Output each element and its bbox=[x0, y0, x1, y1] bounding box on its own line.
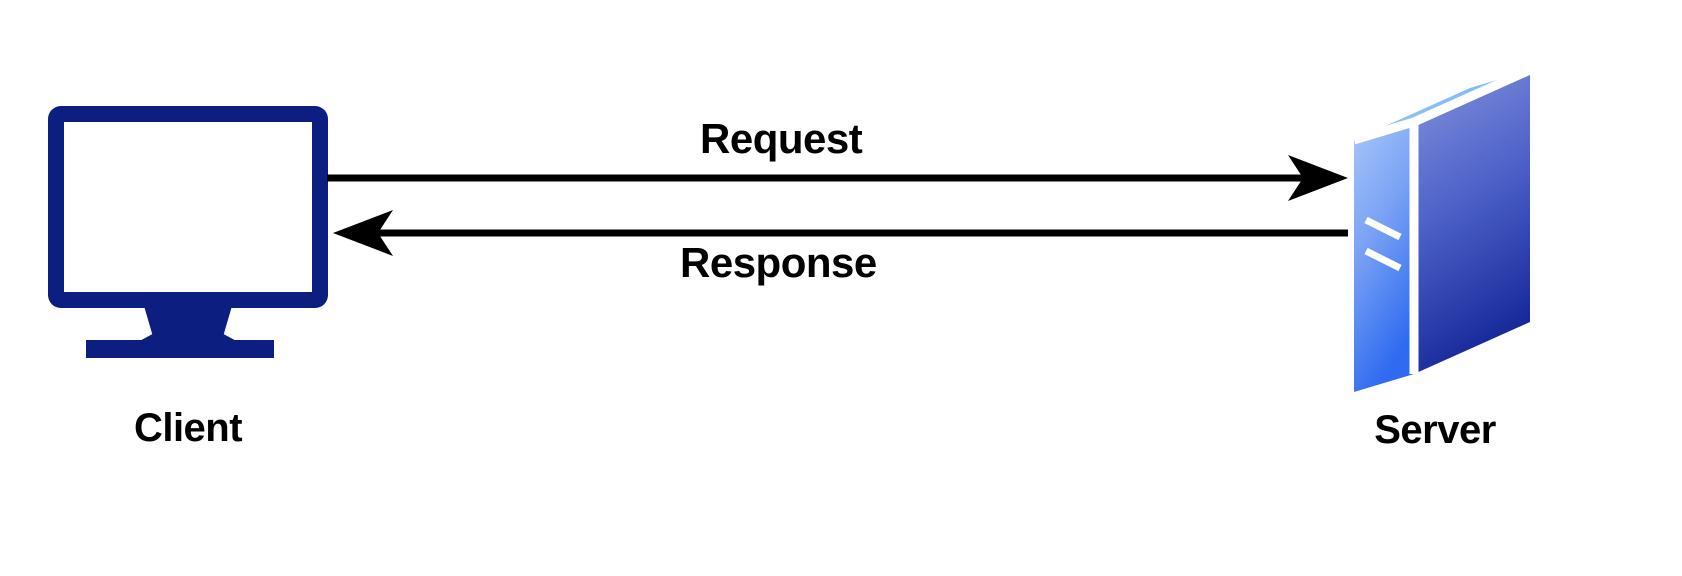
monitor-screen bbox=[64, 122, 312, 292]
desktop-monitor-icon bbox=[48, 106, 328, 308]
server-side-face bbox=[1414, 70, 1530, 374]
client-label: Client bbox=[133, 406, 243, 450]
server-label: Server bbox=[1374, 408, 1496, 452]
response-label: Response bbox=[680, 239, 877, 286]
server-vent-slashes bbox=[1364, 216, 1402, 272]
client-node bbox=[48, 106, 328, 359]
server-seam-lines bbox=[1352, 65, 1532, 374]
monitor-stand-base bbox=[86, 340, 274, 358]
server-node bbox=[1340, 65, 1532, 392]
request-label: Request bbox=[700, 115, 863, 162]
response-arrow bbox=[333, 210, 1348, 256]
server-tower-icon bbox=[1352, 65, 1532, 392]
request-arrow bbox=[327, 155, 1348, 201]
